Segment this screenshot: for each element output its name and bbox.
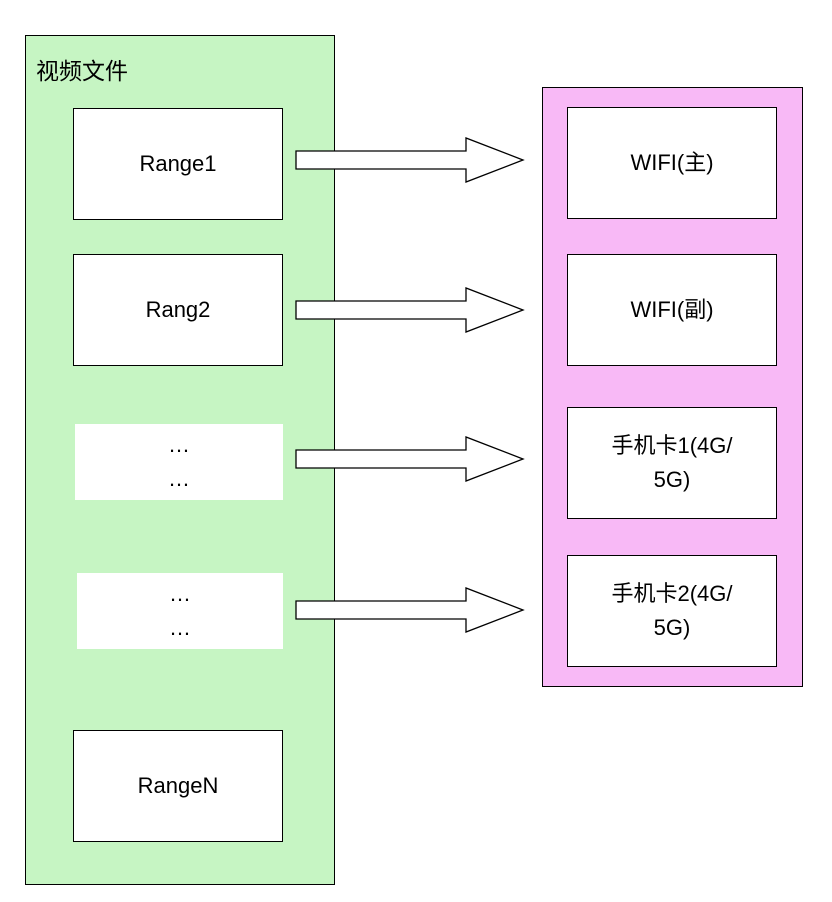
range-label-1: Range1 bbox=[139, 151, 217, 176]
range-box-n: RangeN bbox=[73, 730, 283, 842]
network-box-sim2: 手机卡2(4G/ 5G) bbox=[567, 555, 777, 667]
video-file-title: 视频文件 bbox=[36, 58, 128, 84]
network-box-wifi-secondary: WIFI(副) bbox=[567, 254, 777, 366]
range-label-n: RangeN bbox=[137, 773, 219, 798]
range-ellipsis-label-2: … … bbox=[169, 581, 191, 640]
network-label-sim2: 手机卡2(4G/ 5G) bbox=[611, 581, 733, 640]
network-box-wifi-main: WIFI(主) bbox=[567, 107, 777, 219]
network-label-sim1: 手机卡1(4G/ 5G) bbox=[611, 433, 733, 492]
range-box-2: Rang2 bbox=[73, 254, 283, 366]
range-ellipsis-label-1: … … bbox=[168, 432, 190, 491]
range-box-1: Range1 bbox=[73, 108, 283, 220]
range-box-ellipsis-2: … … bbox=[77, 573, 283, 649]
range-box-ellipsis-1: … … bbox=[75, 424, 283, 500]
range-label-2: Rang2 bbox=[145, 297, 211, 322]
network-label-wifi-main: WIFI(主) bbox=[630, 150, 714, 175]
network-label-wifi-secondary: WIFI(副) bbox=[630, 297, 714, 322]
network-box-sim1: 手机卡1(4G/ 5G) bbox=[567, 407, 777, 519]
